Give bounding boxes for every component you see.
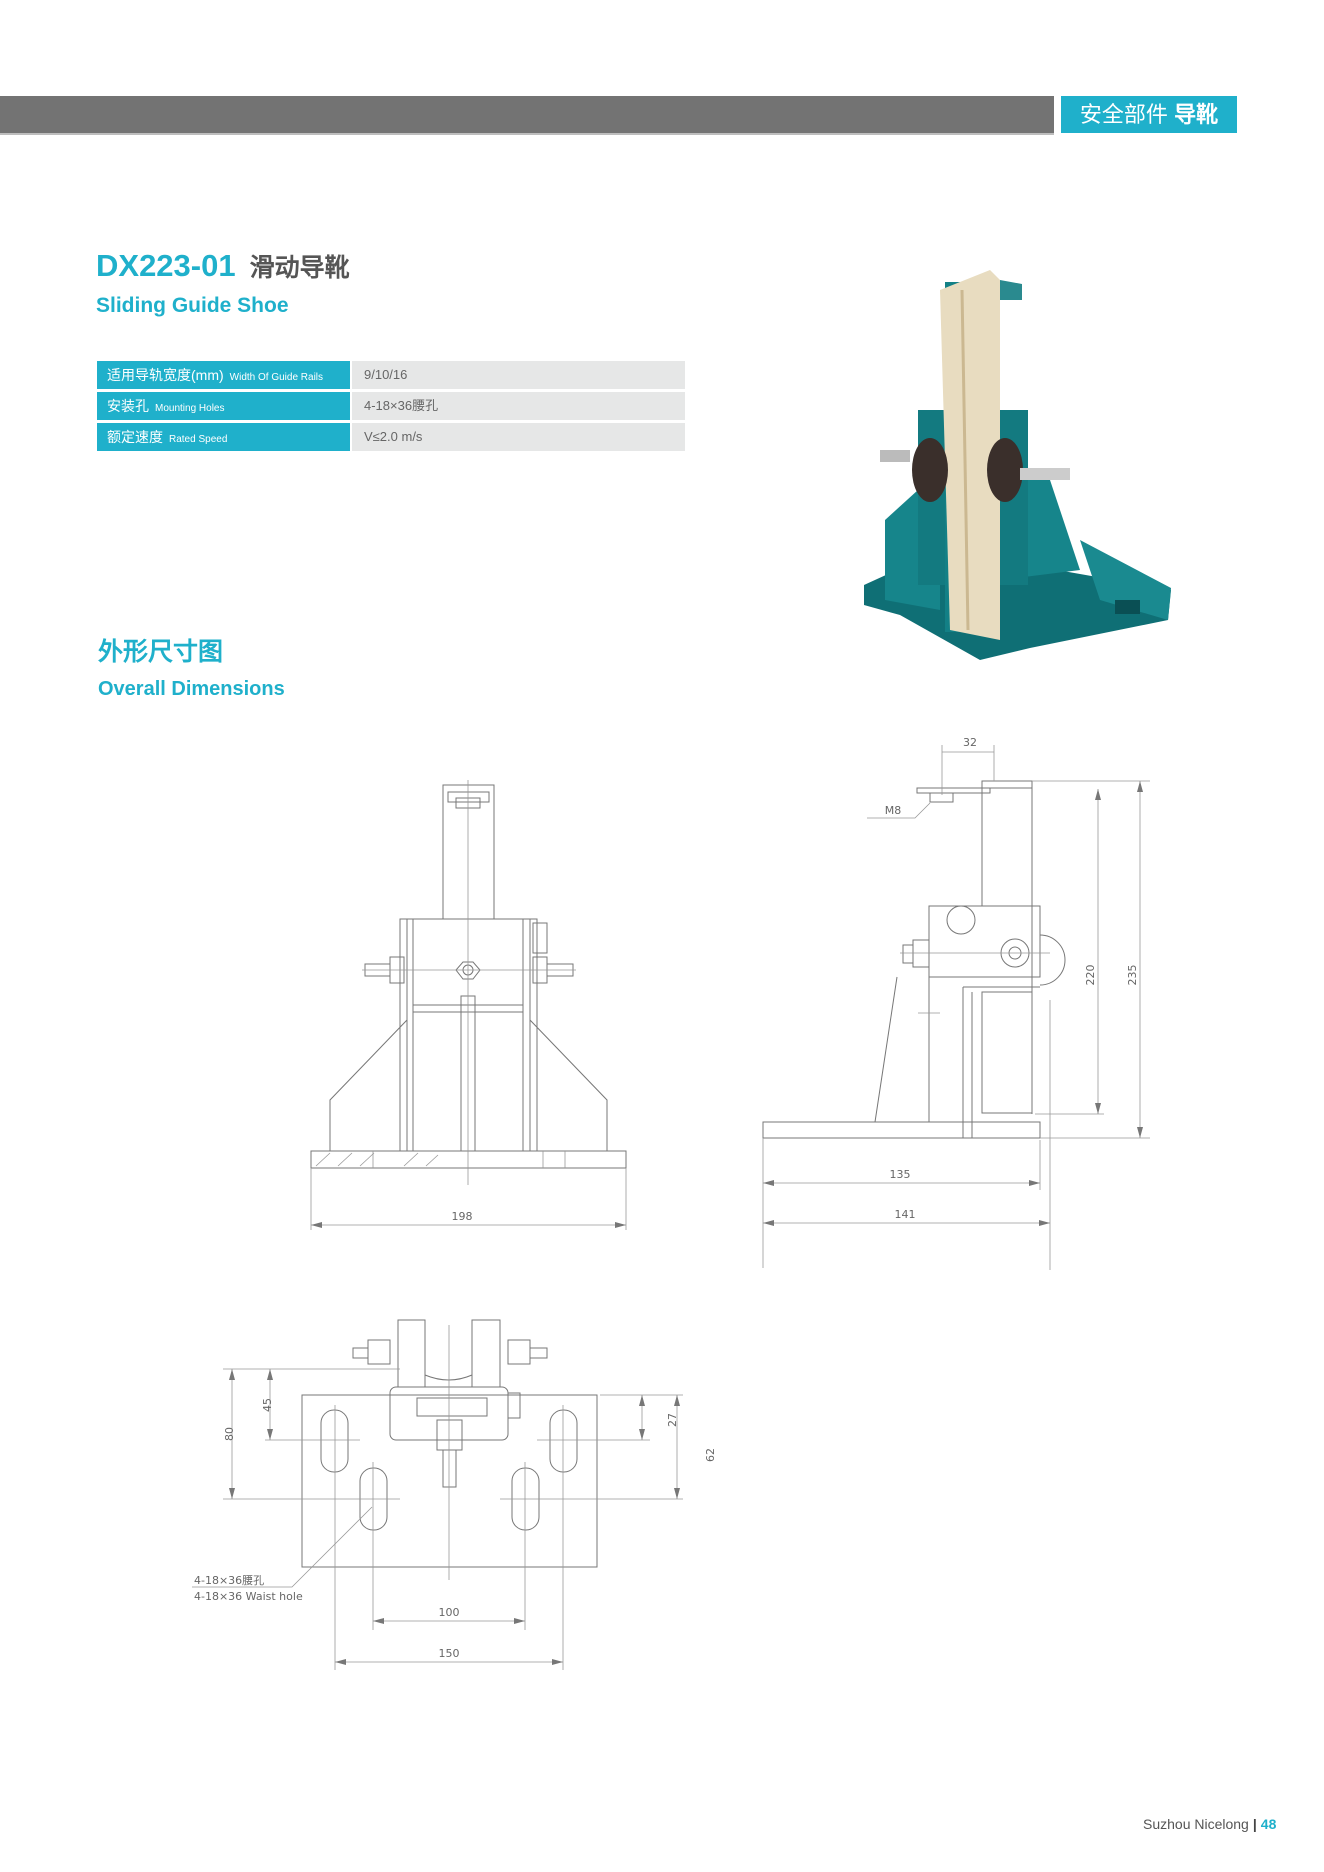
model-number: DX223-01 bbox=[96, 248, 236, 283]
hole-note-en: 4-18×36 Waist hole bbox=[194, 1590, 303, 1603]
dim-32: 32 bbox=[963, 736, 977, 749]
header-bar bbox=[0, 96, 1054, 135]
spec-label-en: Mounting Holes bbox=[155, 403, 225, 414]
dim-135: 135 bbox=[890, 1168, 911, 1181]
spec-row: 安装孔 Mounting Holes 4-18×36腰孔 bbox=[97, 392, 685, 420]
plan-view-drawing: 80 45 27 62 100 150 4-18×36腰孔 4-18×36 Wa… bbox=[192, 1319, 717, 1670]
dimensions-title-cn: 外形尺寸图 bbox=[98, 638, 224, 666]
spec-value: 9/10/16 bbox=[352, 361, 685, 389]
spec-label: 安装孔 bbox=[107, 398, 149, 414]
spec-label: 额定速度 bbox=[107, 429, 163, 445]
section-label: 导靴 bbox=[1174, 102, 1219, 127]
spec-row: 额定速度 Rated Speed V≤2.0 m/s bbox=[97, 423, 685, 451]
dim-150: 150 bbox=[439, 1647, 460, 1660]
dim-45: 45 bbox=[261, 1398, 274, 1412]
footer: Suzhou Nicelong|48 bbox=[1143, 1816, 1276, 1832]
product-name-cn: 滑动导靴 bbox=[249, 254, 350, 282]
footer-separator: | bbox=[1252, 1816, 1257, 1832]
dim-100: 100 bbox=[439, 1606, 460, 1619]
product-name-en: Sliding Guide Shoe bbox=[96, 294, 289, 317]
section-tag: 安全部件 导靴 bbox=[1061, 96, 1237, 133]
dim-27: 27 bbox=[666, 1413, 679, 1427]
spec-table: 适用导轨宽度(mm) Width Of Guide Rails 9/10/16 安装… bbox=[97, 361, 685, 454]
product-title: DX223-01 滑动导靴 bbox=[96, 248, 350, 284]
dimensions-title-en: Overall Dimensions bbox=[98, 678, 285, 700]
dim-235: 235 bbox=[1126, 965, 1139, 986]
product-photo bbox=[864, 270, 1171, 660]
thread-label-m8: M8 bbox=[885, 804, 902, 817]
page-number: 48 bbox=[1260, 1816, 1277, 1832]
spec-label-en: Width Of Guide Rails bbox=[229, 372, 324, 383]
dim-62: 62 bbox=[704, 1448, 717, 1462]
dim-198: 198 bbox=[452, 1210, 473, 1223]
side-view-drawing: 32 M8 220 235 135 141 bbox=[762, 736, 1150, 1270]
spec-value: V≤2.0 m/s bbox=[352, 423, 685, 451]
dim-220: 220 bbox=[1084, 965, 1097, 986]
hole-note-cn: 4-18×36腰孔 bbox=[194, 1574, 264, 1587]
dim-141: 141 bbox=[895, 1208, 916, 1221]
front-view-drawing: 198 bbox=[310, 780, 627, 1230]
spec-row: 适用导轨宽度(mm) Width Of Guide Rails 9/10/16 bbox=[97, 361, 685, 389]
category-label: 安全部件 bbox=[1079, 102, 1168, 127]
dim-80: 80 bbox=[223, 1427, 236, 1441]
spec-value: 4-18×36腰孔 bbox=[352, 392, 685, 420]
spec-label: 适用导轨宽度(mm) bbox=[107, 367, 224, 383]
spec-label-en: Rated Speed bbox=[169, 434, 228, 445]
company-name: Suzhou Nicelong bbox=[1143, 1816, 1249, 1832]
